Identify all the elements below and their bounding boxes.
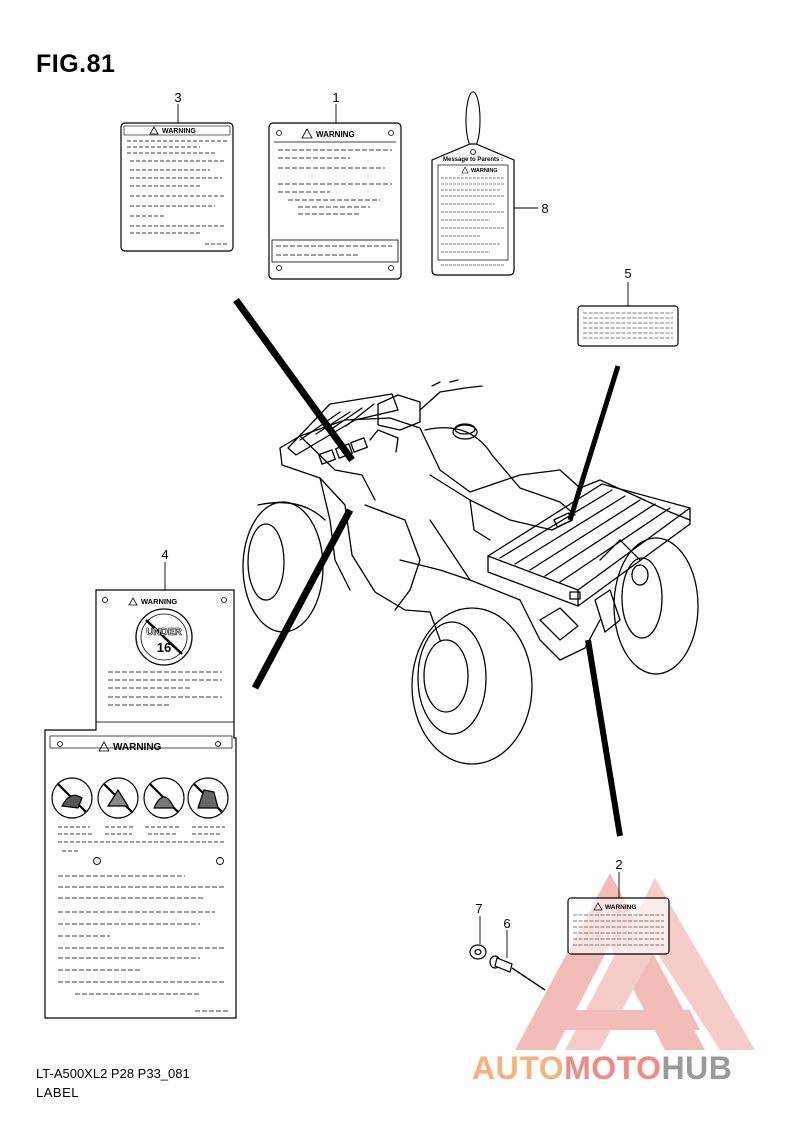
watermark-part-3: HUB bbox=[661, 1050, 733, 1086]
pointer-lines bbox=[233, 297, 623, 837]
label-5 bbox=[577, 305, 679, 347]
label-3: WARNING bbox=[120, 122, 234, 252]
callout-7: 7 bbox=[475, 901, 482, 916]
diagram-code: LT-A500XL2 P28 P33_081 bbox=[36, 1066, 190, 1081]
callout-3: 3 bbox=[174, 90, 181, 105]
diagram-caption: LABEL bbox=[36, 1085, 79, 1100]
label-8-warning-text: WARNING bbox=[471, 168, 498, 174]
prohibition-icons bbox=[51, 777, 229, 819]
label-4-warning-text: WARNING bbox=[141, 597, 177, 606]
watermark-triangle-icon bbox=[515, 873, 755, 1050]
watermark-logo: AUTOMOTOHUB bbox=[472, 1050, 732, 1087]
label-8: Message to Parents : WARNING bbox=[431, 91, 515, 276]
label-4-main-warning-text: WARNING bbox=[113, 742, 162, 753]
label-3-warning-text: WARNING bbox=[162, 128, 196, 135]
washer-part-7 bbox=[469, 944, 487, 960]
callout-5: 5 bbox=[624, 266, 631, 281]
age-number-text: 16 bbox=[157, 640, 171, 655]
atv-illustration bbox=[242, 379, 699, 765]
callout-4: 4 bbox=[161, 547, 168, 562]
label-2: WARNING bbox=[567, 897, 670, 955]
callout-1: 1 bbox=[332, 90, 339, 105]
under-text: UNDER bbox=[146, 627, 182, 638]
label-1: WARNING bbox=[268, 122, 402, 280]
label-4: WARNING UNDER 16 WARNING bbox=[44, 589, 237, 1019]
callout-2: 2 bbox=[615, 857, 622, 872]
parents-message-text: Message to Parents : bbox=[443, 157, 503, 163]
callout-leaders bbox=[164, 104, 629, 958]
figure-title: FIG.81 bbox=[36, 50, 116, 78]
label-1-warning-text: WARNING bbox=[316, 130, 355, 139]
rivet-part-6 bbox=[489, 955, 546, 991]
label-2-warning-text: WARNING bbox=[605, 904, 636, 911]
watermark-part-1: AUTO bbox=[472, 1050, 565, 1086]
under-16-icon: UNDER 16 bbox=[135, 608, 193, 666]
callout-8: 8 bbox=[541, 201, 548, 216]
callout-6: 6 bbox=[503, 916, 510, 931]
watermark-part-2: MOTO bbox=[564, 1050, 662, 1086]
